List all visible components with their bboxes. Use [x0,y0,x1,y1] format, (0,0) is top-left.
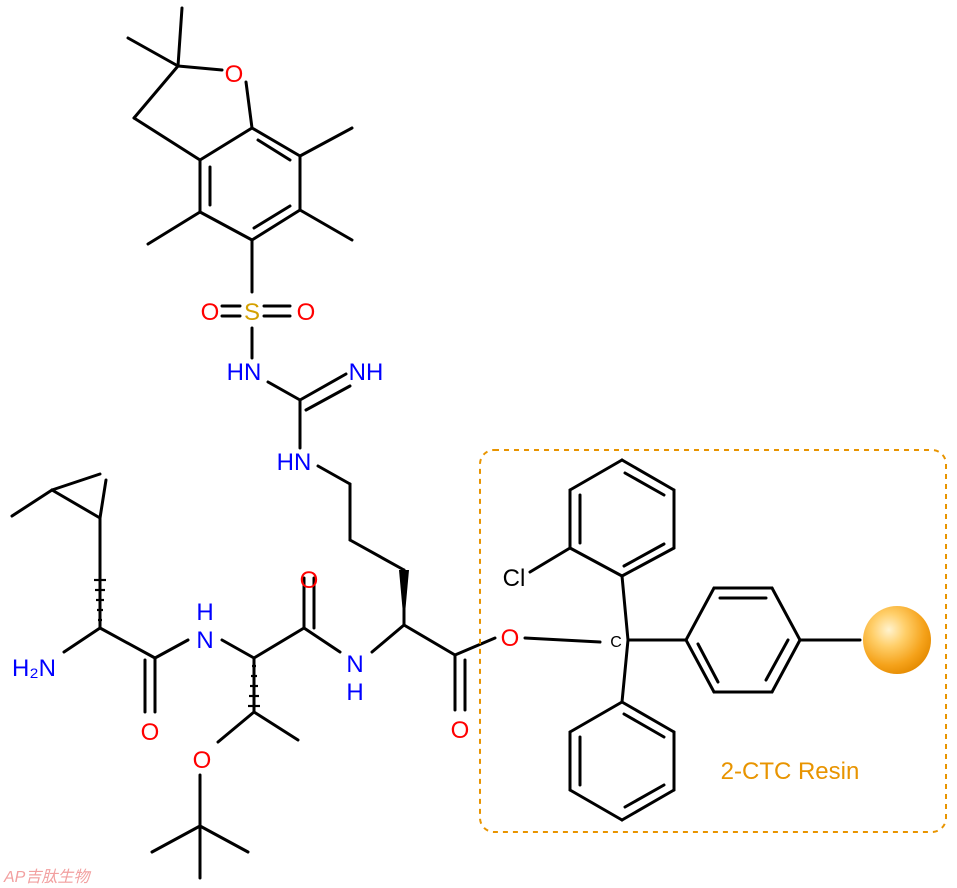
atom-s: S [244,299,260,326]
atom-h-leu-amide: H [196,599,213,626]
atom-n-leu-amide: N [196,627,213,654]
atom-c-trityl: C [610,634,622,651]
atom-h-thr-amide: H [346,679,363,706]
atom-o-thr-carbonyl: O [300,567,319,594]
atom-o-furan: O [225,61,244,88]
atom-cl: Cl [503,565,526,592]
resin-region-box [479,449,947,833]
atom-o-leu-carbonyl: O [141,719,160,746]
wedge-bond-arg [399,570,409,625]
atom-o-ester: O [501,625,520,652]
atom-h2n-leu: H₂N [12,655,56,682]
atom-o-thr-ether: O [193,747,212,774]
atom-hn-sulfonyl: HN [227,359,262,386]
atom-hn-guanidine: HN [277,449,312,476]
resin-bead-icon [863,606,931,674]
hash-bond-thr [248,664,260,708]
hash-bond-leu [94,578,106,622]
atom-o-s-right: O [297,299,316,326]
atom-n-thr-amide: N [346,651,363,678]
atom-o-arg-carbonyl: O [451,717,470,744]
resin-label: 2-CTC Resin [721,758,860,785]
bond-skeleton [10,6,862,880]
watermark-logo: AP吉肽生物 [3,868,91,886]
atom-nh-imine: NH [349,359,384,386]
atom-o-s-left: O [201,299,220,326]
